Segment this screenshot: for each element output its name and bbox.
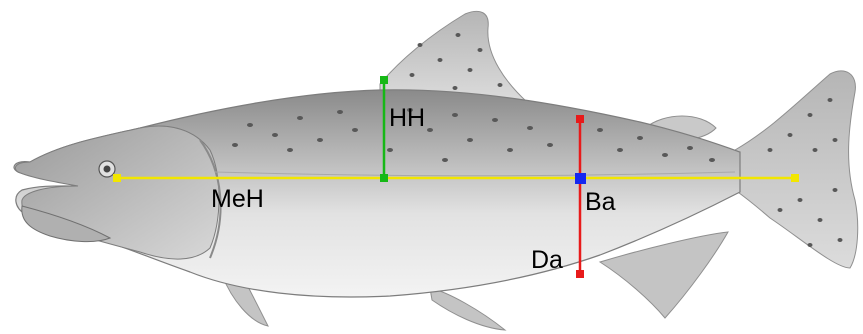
meh-label: MeH	[211, 185, 264, 213]
fish-pupil	[104, 166, 111, 173]
ba-marker	[575, 173, 586, 184]
hh-bottom-marker	[380, 174, 388, 182]
meh-end-marker	[791, 174, 799, 182]
hh-top-marker	[380, 76, 388, 84]
pelvic-fin	[430, 288, 505, 330]
salmon-illustration	[14, 11, 858, 330]
da-label: Da	[531, 246, 563, 274]
fish-head	[15, 126, 219, 259]
ba-label: Ba	[585, 188, 616, 216]
hh-label: HH	[389, 104, 425, 132]
meh-start-marker	[113, 174, 121, 182]
da-bottom-marker	[576, 270, 584, 278]
da-top-marker	[576, 115, 584, 123]
